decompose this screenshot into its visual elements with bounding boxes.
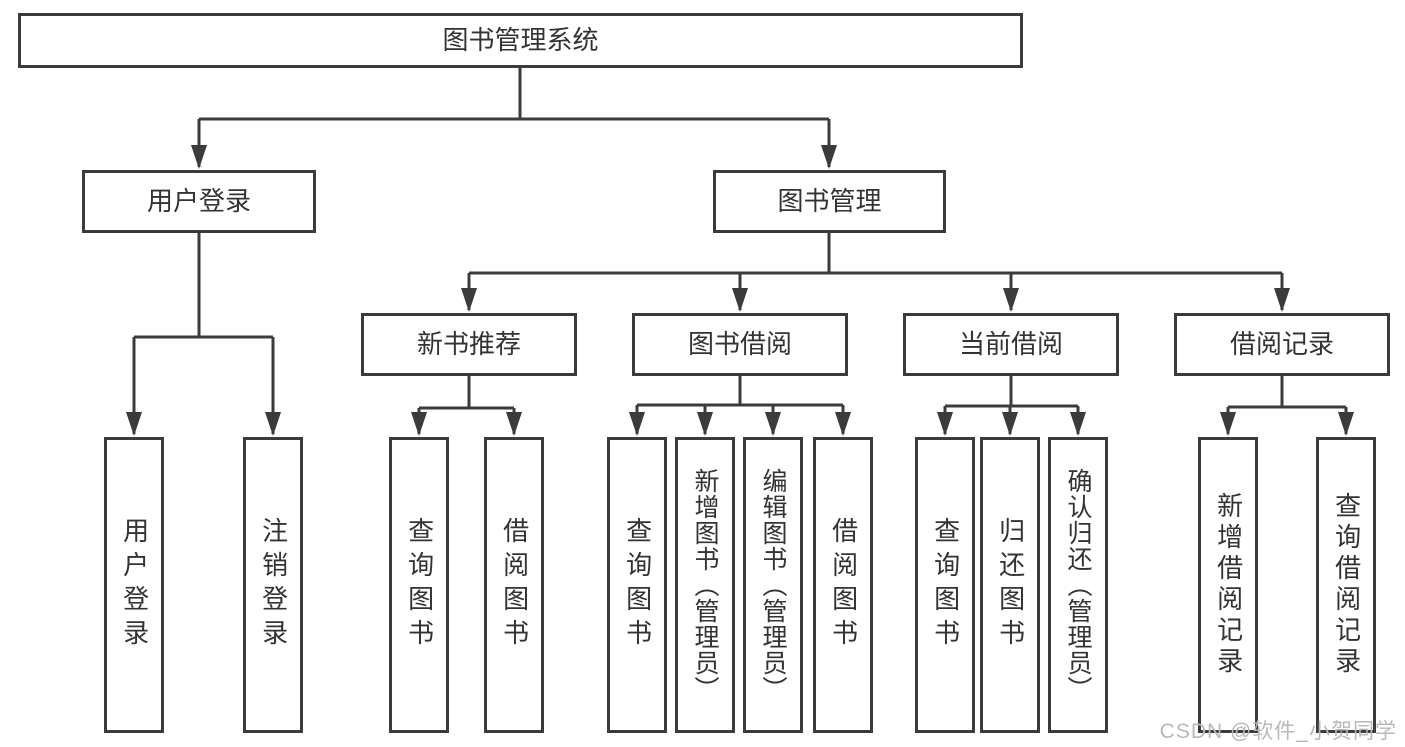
leaf-logout: 注销登录 [243, 437, 303, 733]
leaf-confirm-return-admin: 确认归还（管理员） [1048, 437, 1108, 733]
leaf-add-book-admin: 新增图书（管理员） [675, 437, 735, 733]
node-library-management-system: 图书管理系统 [18, 13, 1023, 68]
node-new-book-recommendation: 新书推荐 [361, 313, 577, 376]
connector-current-borrow-branch [937, 376, 1086, 436]
node-current-borrowing: 当前借阅 [903, 313, 1119, 376]
leaf-query-borrow-record: 查询借阅记录 [1316, 437, 1376, 733]
leaf-borrow-books-recommend: 借阅图书 [484, 437, 544, 733]
node-book-borrowing: 图书借阅 [632, 313, 848, 376]
leaf-query-books-current: 查询图书 [915, 437, 975, 733]
connector-user-login-branch [126, 233, 281, 436]
leaf-borrow-books: 借阅图书 [813, 437, 873, 733]
node-borrowing-records: 借阅记录 [1174, 313, 1390, 376]
leaf-query-books-borrow: 查询图书 [607, 437, 667, 733]
leaf-user-login: 用户登录 [104, 437, 164, 733]
connector-book-management-branch [461, 233, 1290, 312]
node-user-login: 用户登录 [82, 170, 316, 233]
leaf-add-borrow-record: 新增借阅记录 [1198, 437, 1258, 733]
connector-borrow-record-branch [1220, 376, 1354, 436]
connector-new-book-branch [411, 376, 522, 436]
connector-book-borrow-branch [629, 376, 851, 436]
leaf-edit-book-admin: 编辑图书（管理员） [743, 437, 803, 733]
leaf-return-book: 归还图书 [980, 437, 1040, 733]
leaf-query-books-recommend: 查询图书 [389, 437, 449, 733]
connector-root-branch [191, 68, 837, 169]
node-book-management: 图书管理 [713, 170, 946, 233]
csdn-watermark: CSDN @软件_小贺同学 [1159, 720, 1397, 743]
